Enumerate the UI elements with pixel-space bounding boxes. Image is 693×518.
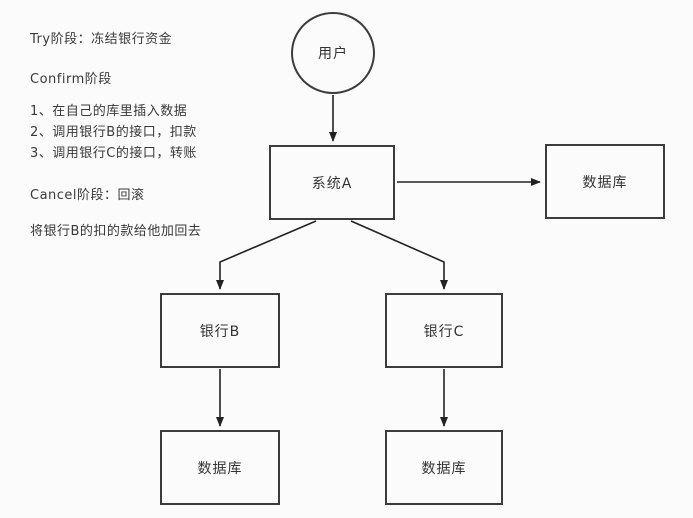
- node-system-a: 系统A: [269, 145, 395, 220]
- node-database-bank-c: 数据库: [385, 430, 503, 505]
- node-database-system-a-label: 数据库: [582, 174, 628, 191]
- note-confirm-step-1: 1、在自己的库里插入数据: [30, 104, 188, 119]
- edge-system-a-to-bank-b: [216, 220, 317, 290]
- note-confirm-phase: Confirm阶段: [30, 72, 112, 87]
- node-bank-b-label: 银行B: [199, 323, 241, 340]
- node-user: 用户: [291, 12, 375, 94]
- node-database-bank-b-label: 数据库: [197, 460, 243, 477]
- node-system-a-label: 系统A: [311, 175, 353, 192]
- note-try-phase: Try阶段：冻结银行资金: [30, 32, 173, 47]
- node-database-bank-b: 数据库: [160, 430, 280, 505]
- node-bank-c: 银行C: [385, 293, 503, 368]
- note-cancel-detail: 将银行B的扣的款给他加回去: [30, 224, 202, 239]
- note-cancel-phase: Cancel阶段：回滚: [30, 188, 145, 203]
- node-database-system-a: 数据库: [545, 144, 665, 219]
- note-confirm-step-2: 2、调用银行B的接口，扣款: [30, 125, 197, 140]
- note-confirm-step-3: 3、调用银行C的接口，转账: [30, 146, 197, 161]
- node-database-bank-c-label: 数据库: [421, 460, 467, 477]
- edge-system-a-to-bank-c: [350, 220, 448, 290]
- node-bank-b: 银行B: [160, 293, 280, 368]
- node-bank-c-label: 银行C: [423, 323, 465, 340]
- node-user-label: 用户: [318, 46, 348, 62]
